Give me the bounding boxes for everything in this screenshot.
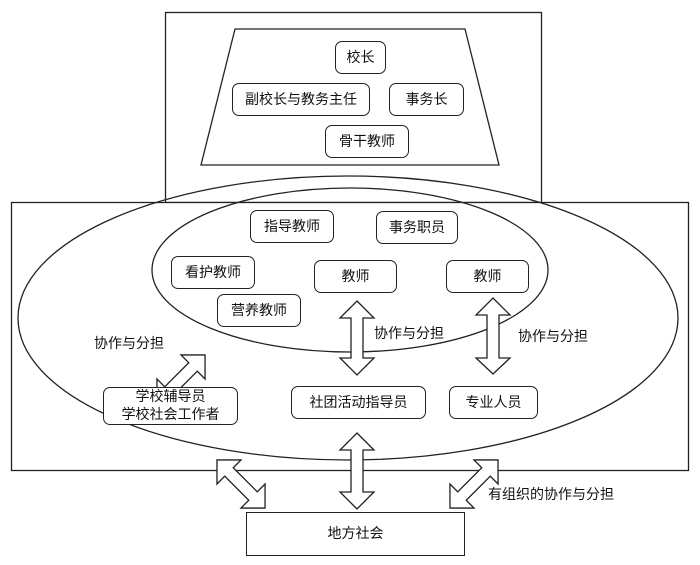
bottom-arrow-label: 有组织的协作与分担: [488, 487, 614, 503]
club-instructor-box: 社团活动指导员: [291, 386, 426, 419]
admin-head-label: 事务长: [405, 91, 448, 108]
teacher-box-2: 教师: [446, 260, 529, 293]
specialists-label: 专业人员: [465, 394, 522, 411]
double-arrow-middle-icon: [338, 300, 376, 376]
nursing-teacher-box: 看护教师: [171, 256, 255, 289]
vice-principal-label: 副校长与教务主任: [245, 91, 357, 108]
right-arrow-label: 协作与分担: [518, 329, 588, 345]
double-arrow-bottom-right-icon: [449, 459, 499, 509]
community-label: 地方社会: [327, 526, 384, 542]
guidance-teacher-box: 指导教师: [250, 210, 334, 243]
vice-principal-box: 副校长与教务主任: [232, 83, 370, 116]
community-box: 地方社会: [246, 512, 465, 556]
counselor-label-line1: 学校辅导员: [135, 389, 206, 405]
teacher-label-1: 教师: [341, 268, 370, 285]
school-frame: [10, 201, 690, 472]
left-arrow-label: 协作与分担: [94, 336, 164, 352]
counselor-box: 学校辅导员 学校社会工作者: [103, 387, 238, 425]
principal-label: 校长: [346, 49, 375, 66]
double-arrow-bottom-center-icon: [338, 432, 376, 510]
teacher-label-2: 教师: [473, 268, 502, 285]
nutrition-teacher-box: 营养教师: [217, 294, 301, 327]
double-arrow-right-icon: [474, 297, 512, 375]
core-teachers-box: 骨干教师: [325, 125, 409, 158]
nutrition-teacher-label: 营养教师: [231, 302, 287, 319]
specialists-box: 专业人员: [449, 386, 538, 419]
nursing-teacher-label: 看护教师: [185, 264, 241, 281]
outer-ellipse: [17, 175, 679, 461]
office-staff-box: 事务职员: [376, 211, 458, 244]
admin-head-box: 事务长: [389, 83, 464, 116]
counselor-label-line2: 学校社会工作者: [121, 407, 220, 423]
double-arrow-bottom-left-icon: [216, 459, 266, 509]
core-teachers-label: 骨干教师: [339, 133, 395, 150]
middle-arrow-label: 协作与分担: [374, 326, 444, 342]
principal-box: 校长: [335, 41, 386, 74]
office-staff-label: 事务职员: [389, 219, 445, 236]
club-instructor-label: 社团活动指导员: [309, 394, 408, 411]
teacher-box-1: 教师: [314, 260, 397, 293]
guidance-teacher-label: 指导教师: [264, 218, 320, 235]
inner-ellipse: [151, 187, 549, 353]
